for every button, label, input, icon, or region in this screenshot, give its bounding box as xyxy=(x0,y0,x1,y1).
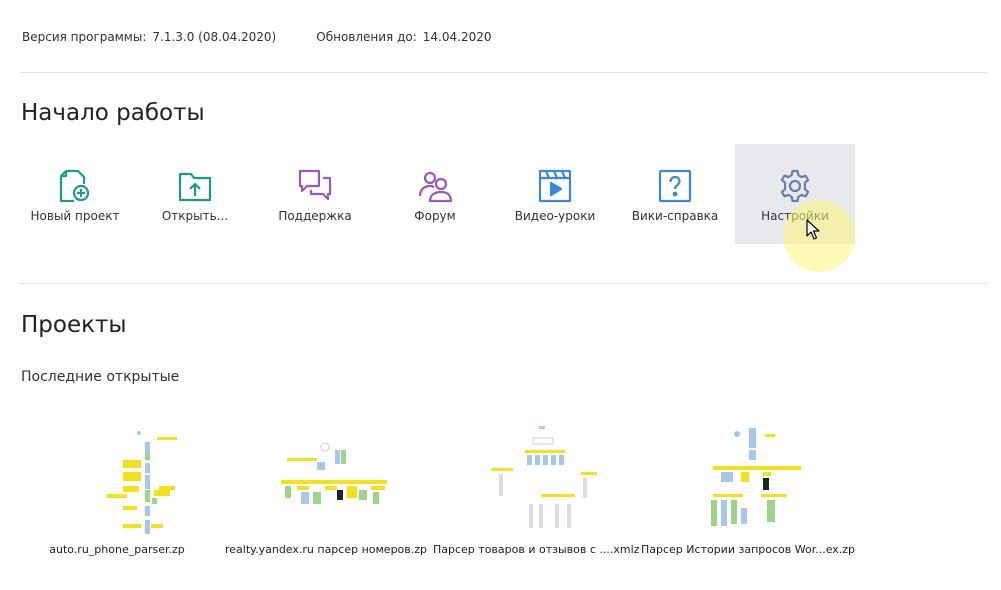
version-bar: Версия программы: 7.1.3.0 (08.04.2020) Об… xyxy=(22,30,492,44)
open-project-button[interactable]: Открыть... xyxy=(135,144,255,244)
users-icon xyxy=(415,166,455,206)
settings-label: Настройки xyxy=(761,209,829,223)
video-lessons-button[interactable]: Видео-уроки xyxy=(495,144,615,244)
settings-button[interactable]: Настройки xyxy=(735,144,855,244)
recent-project-item[interactable]: Парсер товаров и отзывов с ....xmlz xyxy=(433,420,640,565)
gear-icon xyxy=(775,166,815,206)
project-thumbnail xyxy=(491,426,597,528)
support-label: Поддержка xyxy=(278,209,352,223)
project-thumbnail xyxy=(107,431,177,534)
support-button[interactable]: Поддержка xyxy=(255,144,375,244)
open-project-label: Открыть... xyxy=(161,209,229,223)
project-thumbnail xyxy=(281,442,387,504)
recent-project-item[interactable]: Парсер Истории запросов Wor...ex.zp xyxy=(641,420,856,565)
recent-project-name: realty.yandex.ru парсер номеров.zp xyxy=(225,543,428,556)
program-version: Версия программы: 7.1.3.0 (08.04.2020) xyxy=(22,30,276,44)
project-thumbnail xyxy=(711,428,801,526)
updates-until: Обновления до: 14.04.2020 xyxy=(316,30,491,44)
forum-button[interactable]: Форум xyxy=(375,144,495,244)
projects-section-title: Проекты xyxy=(21,312,127,338)
updates-until-label: Обновления до: xyxy=(316,30,417,44)
chat-icon xyxy=(295,166,335,206)
recent-project-item[interactable]: realty.yandex.ru парсер номеров.zp xyxy=(225,420,428,565)
recent-projects-list: auto.ru_phone_parser.zp realty.yandex.ru… xyxy=(0,420,1001,570)
video-icon xyxy=(535,166,575,206)
new-project-button[interactable]: Новый проект xyxy=(15,144,135,244)
program-version-label: Версия программы: xyxy=(22,30,147,44)
wiki-help-button[interactable]: Вики-справка xyxy=(615,144,735,244)
recent-project-item[interactable]: auto.ru_phone_parser.zp xyxy=(17,420,217,565)
help-icon xyxy=(655,166,695,206)
video-lessons-label: Видео-уроки xyxy=(514,209,596,223)
start-actions: Новый проект Открыть... Поддержка xyxy=(0,144,1001,244)
start-section-title: Начало работы xyxy=(21,100,205,126)
new-project-label: Новый проект xyxy=(30,209,120,223)
forum-label: Форум xyxy=(414,209,456,223)
open-folder-icon xyxy=(175,166,215,206)
divider-top xyxy=(20,72,987,73)
new-file-icon xyxy=(55,166,95,206)
recent-projects-label: Последние открытые xyxy=(21,369,180,385)
program-version-value: 7.1.3.0 (08.04.2020) xyxy=(152,30,277,44)
divider-middle xyxy=(20,283,987,284)
wiki-help-label: Вики-справка xyxy=(631,209,719,223)
recent-project-name: auto.ru_phone_parser.zp xyxy=(49,543,185,556)
recent-project-name: Парсер Истории запросов Wor...ex.zp xyxy=(641,543,856,556)
recent-project-name: Парсер товаров и отзывов с ....xmlz xyxy=(433,543,640,556)
updates-until-value: 14.04.2020 xyxy=(422,30,492,44)
